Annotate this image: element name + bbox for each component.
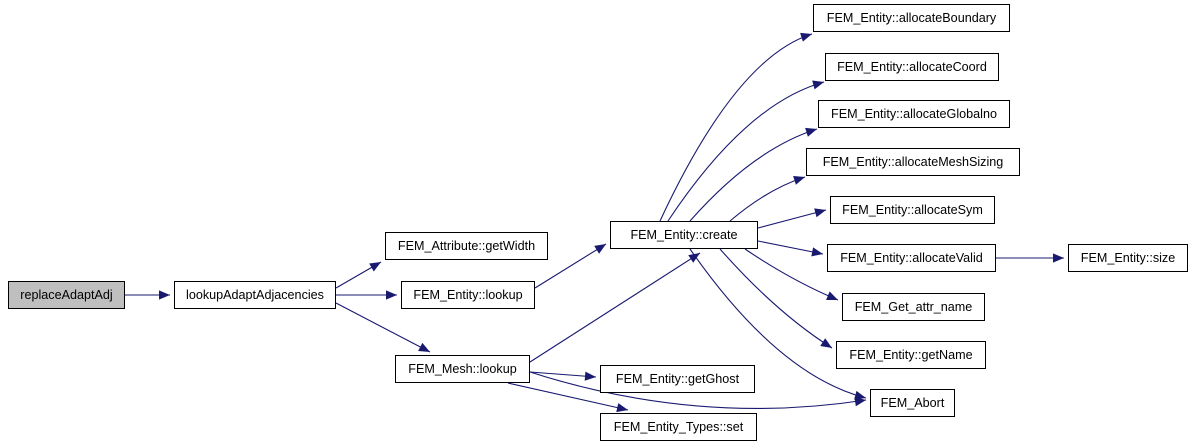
graph-node-FEM_Entity_allocGlobalno[interactable]: FEM_Entity::allocateGlobalno (818, 100, 1010, 128)
graph-edge-FEM_Entity_create-to-FEM_Entity_allocCoord (667, 81, 825, 222)
graph-node-FEM_Mesh_lookup[interactable]: FEM_Mesh::lookup (395, 355, 530, 383)
graph-arrowhead-FEM_Entity_create-to-FEM_Entity_allocBoundary (800, 32, 812, 42)
graph-edge-FEM_Entity_create-to-FEM_Get_attr_name (744, 248, 839, 301)
graph-node-label: FEM_Entity::lookup (413, 287, 523, 302)
graph-node-label: FEM_Entity::size (1080, 250, 1176, 265)
graph-arrowhead-lookupAdaptAdjacencies-to-FEM_Entity_lookup (386, 290, 397, 300)
graph-node-label: FEM_Entity_Types::set (613, 419, 744, 434)
graph-arrowhead-FEM_Entity_create-to-FEM_Entity_allocValid (811, 247, 823, 257)
graph-arrowhead-lookupAdaptAdjacencies-to-FEM_Mesh_lookup (418, 342, 430, 352)
graph-node-label: FEM_Entity::getGhost (615, 371, 740, 386)
graph-node-label: FEM_Mesh::lookup (408, 361, 517, 376)
graph-arrowhead-FEM_Mesh_lookup-to-FEM_Entity_Types_set (616, 403, 628, 413)
graph-edge-FEM_Mesh_lookup-to-FEM_Entity_create (529, 252, 701, 363)
graph-node-label: FEM_Entity::allocateMeshSizing (822, 154, 1004, 169)
graph-node-label: FEM_Entity::allocateBoundary (826, 10, 997, 25)
graph-edge-FEM_Entity_create-to-FEM_Entity_allocGlobalno (689, 128, 818, 222)
graph-arrowhead-FEM_Entity_create-to-FEM_Get_attr_name (826, 291, 838, 300)
graph-node-FEM_Entity_allocBoundary[interactable]: FEM_Entity::allocateBoundary (813, 4, 1010, 32)
graph-node-FEM_Entity_allocCoord[interactable]: FEM_Entity::allocateCoord (825, 53, 999, 81)
graph-arrowhead-FEM_Mesh_lookup-to-FEM_Entity_getGhost (584, 371, 596, 381)
graph-arrowhead-FEM_Entity_create-to-FEM_Entity_getName (820, 338, 832, 348)
graph-node-FEM_Entity_size[interactable]: FEM_Entity::size (1068, 244, 1188, 272)
graph-arrowhead-FEM_Entity_create-to-FEM_Entity_allocGlobalno (805, 127, 817, 137)
graph-edge-FEM_Entity_create-to-FEM_Entity_allocBoundary (659, 33, 813, 222)
graph-arrowhead-FEM_Mesh_lookup-to-FEM_Abort (854, 397, 866, 407)
graph-node-label: FEM_Get_attr_name (854, 299, 973, 314)
graph-arrowhead-FEM_Entity_create-to-FEM_Entity_allocSym (814, 208, 826, 218)
graph-edge-FEM_Entity_create-to-FEM_Entity_getName (719, 248, 833, 349)
graph-arrowhead-FEM_Mesh_lookup-to-FEM_Entity_create (688, 253, 700, 263)
graph-node-FEM_Entity_getGhost[interactable]: FEM_Entity::getGhost (600, 365, 755, 393)
graph-arrowhead-FEM_Entity_create-to-FEM_Entity_allocMeshSz (793, 175, 805, 185)
graph-node-FEM_Entity_create[interactable]: FEM_Entity::create (610, 221, 758, 249)
graph-node-FEM_Attribute_getWidth[interactable]: FEM_Attribute::getWidth (385, 232, 548, 260)
graph-arrowhead-lookupAdaptAdjacencies-to-FEM_Attribute_getWidth (369, 262, 381, 272)
graph-node-FEM_Entity_getName[interactable]: FEM_Entity::getName (836, 341, 986, 369)
graph-node-FEM_Entity_allocSym[interactable]: FEM_Entity::allocateSym (830, 196, 995, 224)
graph-node-FEM_Entity_allocValid[interactable]: FEM_Entity::allocateValid (827, 244, 996, 272)
graph-node-label: FEM_Attribute::getWidth (397, 238, 536, 253)
graph-node-FEM_Get_attr_name[interactable]: FEM_Get_attr_name (842, 293, 985, 321)
graph-node-label: FEM_Entity::allocateSym (842, 202, 983, 217)
graph-edge-FEM_Entity_create-to-FEM_Entity_allocValid (757, 240, 824, 255)
graph-arrowhead-FEM_Entity_lookup-to-FEM_Entity_create (594, 244, 606, 254)
graph-node-label: lookupAdaptAdjacencies (186, 287, 324, 302)
graph-node-FEM_Entity_Types_set[interactable]: FEM_Entity_Types::set (600, 413, 757, 441)
graph-node-label: FEM_Entity::allocateGlobalno (831, 106, 997, 121)
graph-node-label: FEM_Entity::allocateCoord (837, 59, 987, 74)
graph-arrowhead-replaceAdaptAdj-to-lookupAdaptAdjacencies (159, 290, 170, 300)
graph-node-FEM_Entity_allocMeshSz[interactable]: FEM_Entity::allocateMeshSizing (806, 148, 1020, 176)
graph-node-label: FEM_Abort (880, 395, 945, 410)
graph-edge-lookupAdaptAdjacencies-to-FEM_Mesh_lookup (335, 302, 431, 353)
graph-node-label: FEM_Entity::getName (849, 347, 973, 362)
graph-node-replaceAdaptAdj: replaceAdaptAdj (8, 281, 125, 309)
graph-arrowhead-FEM_Entity_create-to-FEM_Entity_allocCoord (812, 80, 824, 90)
graph-node-label: FEM_Entity::create (630, 227, 738, 242)
graph-node-lookupAdaptAdjacencies[interactable]: lookupAdaptAdjacencies (174, 281, 336, 309)
graph-edge-FEM_Entity_create-to-FEM_Entity_allocMeshSz (729, 176, 806, 222)
graph-edge-FEM_Mesh_lookup-to-FEM_Entity_getGhost (529, 371, 597, 378)
graph-edge-FEM_Entity_create-to-FEM_Entity_allocSym (757, 209, 827, 229)
graph-node-FEM_Abort[interactable]: FEM_Abort (870, 389, 955, 417)
graph-node-FEM_Entity_lookup[interactable]: FEM_Entity::lookup (401, 281, 535, 309)
graph-arrowhead-FEM_Entity_allocValid-to-FEM_Entity_size (1053, 253, 1064, 263)
graph-node-label: replaceAdaptAdj (20, 287, 113, 302)
graph-arrowhead-FEM_Entity_create-to-FEM_Abort (854, 390, 866, 400)
graph-node-label: FEM_Entity::allocateValid (840, 250, 983, 265)
graph-edge-lookupAdaptAdjacencies-to-FEM_Attribute_getWidth (335, 261, 382, 289)
